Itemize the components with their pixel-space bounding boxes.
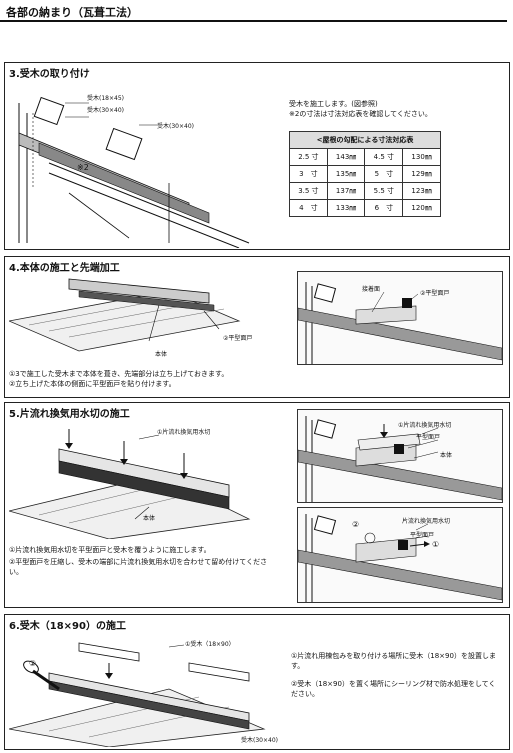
section-5-note-2: ②平型面戸を圧縮し、受木の端部に片流れ換気用水切を合わせて留め付けてください。 <box>9 558 268 576</box>
label-mizukiri-detail-2: 片流れ換気用水切 <box>402 518 451 525</box>
section-6-title: 6.受木（18×90）の施工 <box>9 621 126 632</box>
detail-box-section-5-bottom: ② 片流れ換気用水切 平型面戸 ① <box>297 507 503 603</box>
dimension-table-header: <屋根の勾配による寸法対応表 <box>289 131 441 149</box>
section-4-title: 4.本体の施工と先端加工 <box>9 263 120 274</box>
ventilation-flashing-diagram <box>9 429 251 539</box>
body-install-diagram <box>9 278 241 352</box>
label-hiragata-detail: 平型面戸 <box>416 434 441 441</box>
label-mizukiri: ①片流れ換気用水切 <box>157 429 211 436</box>
label-hontai-s5: 本体 <box>143 515 156 522</box>
label-uke-30x40-b: 受木(30×40) <box>157 123 194 130</box>
section-4-note-2: ②立ち上げた本体の側面に平型面戸を貼り付けます。 <box>9 380 176 388</box>
support-wood-diagram <box>18 96 250 248</box>
section-6: 6.受木（18×90）の施工 ①受木（18×90） 受木(30×40) ② ①片… <box>4 614 510 750</box>
label-mizukiri-detail: ①片流れ換気用水切 <box>398 422 452 429</box>
label-circle-1: ① <box>432 540 440 549</box>
section-3-desc-1: 受木を施工します。(図参照) <box>289 100 378 108</box>
section-6-note-2: ②受木（18×90）を置く場所にシーリング材で防水処理をしてください。 <box>291 680 496 698</box>
label-circle-2-s6: ② <box>29 659 37 668</box>
section-4-detail-diagram <box>298 282 502 364</box>
label-note-2: ※2 <box>77 163 89 172</box>
label-hiragata-detail-2: 平型面戸 <box>410 532 435 539</box>
header-rule <box>0 20 507 22</box>
label-setchaku-men: 接着面 <box>362 286 381 293</box>
section-6-note-1: ①片流れ用棟包みを取り付ける場所に受木（18×90）を設置します。 <box>291 652 496 670</box>
label-hontai-detail: 本体 <box>440 452 453 459</box>
label-uke-30x40-a: 受木(30×40) <box>87 107 124 114</box>
label-uke-18x45: 受木(18×45) <box>87 95 124 102</box>
section-5-title: 5.片流れ換気用水切の施工 <box>9 409 130 420</box>
section-3: 3.受木の取り付け 受木(18×45) 受木(30×40) 受木(30×40) … <box>4 62 510 250</box>
section-3-title: 3.受木の取り付け <box>9 69 90 80</box>
label-uke-30x40-s6: 受木(30×40) <box>241 737 278 744</box>
support-wood-18x90-diagram <box>9 642 266 747</box>
section-4: 4.本体の施工と先端加工 本体 ②平型面戸 接着面 ②平型面戸 ①3で施工した受… <box>4 256 510 398</box>
label-hontai: 本体 <box>155 351 168 358</box>
section-5: 5.片流れ換気用水切の施工 ①片流れ換気用水切 本体 <box>4 402 510 608</box>
label-hiragata-mendo-detail: ②平型面戸 <box>420 290 450 297</box>
label-hiragata-mendo: ②平型面戸 <box>223 335 253 342</box>
label-uke-18x90: ①受木（18×90） <box>185 641 235 648</box>
section-4-note-1: ①3で施工した受木まで本体を葺き、先端部分は立ち上げておきます。 <box>9 370 229 378</box>
section-5-note-1: ①片流れ換気用水切を平型面戸と受木を覆うように施工します。 <box>9 546 211 554</box>
section-5-detail-top <box>298 416 502 502</box>
label-circle-2: ② <box>352 520 360 529</box>
section-5-detail-bottom <box>298 514 502 602</box>
page-title: 各部の納まり（瓦葺工法） <box>6 6 138 19</box>
detail-box-section-4: 接着面 ②平型面戸 <box>297 271 503 365</box>
section-3-desc-2: ※2の寸法は寸法対応表を確認してください。 <box>289 110 432 118</box>
detail-box-section-5-top: ①片流れ換気用水切 平型面戸 本体 <box>297 409 503 503</box>
